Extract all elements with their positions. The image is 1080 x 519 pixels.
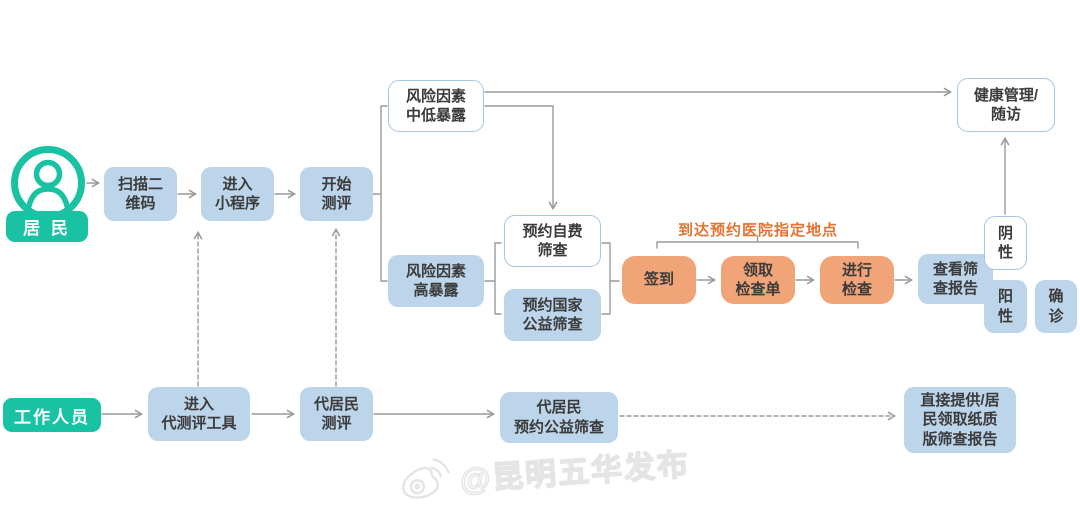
node-book-public: 预约国家 公益筛查 xyxy=(504,289,601,341)
staff-label-badge: 工作人员 xyxy=(3,398,101,432)
node-view-report: 查看筛 查报告 xyxy=(918,254,993,304)
node-proxy-assessment: 代居民 测评 xyxy=(300,387,373,441)
node-check-in: 签到 xyxy=(622,256,696,304)
node-book-self-paid: 预约自费 筛查 xyxy=(504,215,601,267)
resident-label-badge: 居 民 xyxy=(6,211,88,242)
node-get-checklist: 领取 检查单 xyxy=(721,256,795,304)
node-paper-report: 直接提供/居 民领取纸质 版筛查报告 xyxy=(904,387,1016,453)
node-do-check: 进行 检查 xyxy=(820,256,894,304)
bracket-booking-to-checkin xyxy=(601,242,620,315)
node-negative: 阴 性 xyxy=(984,216,1027,270)
fork-start-to-risk xyxy=(372,105,388,282)
resident-person-icon xyxy=(10,145,86,221)
node-risk-high: 风险因素 高暴露 xyxy=(388,255,484,307)
node-positive: 阳 性 xyxy=(984,280,1027,333)
node-start-assessment: 开始 测评 xyxy=(300,167,373,221)
arrow-midlow-to-selfpaid xyxy=(484,105,558,211)
watermark: @昆明五华发布 xyxy=(396,438,692,504)
hospital-location-note: 到达预约医院指定地点 xyxy=(677,222,838,239)
node-risk-mid-low: 风险因素 中低暴露 xyxy=(388,80,484,132)
brace-hospital-location xyxy=(656,235,859,249)
node-scan-qr: 扫描二 维码 xyxy=(104,167,177,221)
node-enter-miniprogram: 进入 小程序 xyxy=(201,167,274,221)
node-enter-proxy-tool: 进入 代测评工具 xyxy=(148,387,250,441)
node-health-management: 健康管理/ 随访 xyxy=(957,78,1055,132)
node-confirmed: 确 诊 xyxy=(1035,280,1077,333)
bracket-high-to-booking xyxy=(484,242,502,315)
weibo-icon xyxy=(402,458,450,499)
node-proxy-booking: 代居民 预约公益筛查 xyxy=(500,392,618,443)
